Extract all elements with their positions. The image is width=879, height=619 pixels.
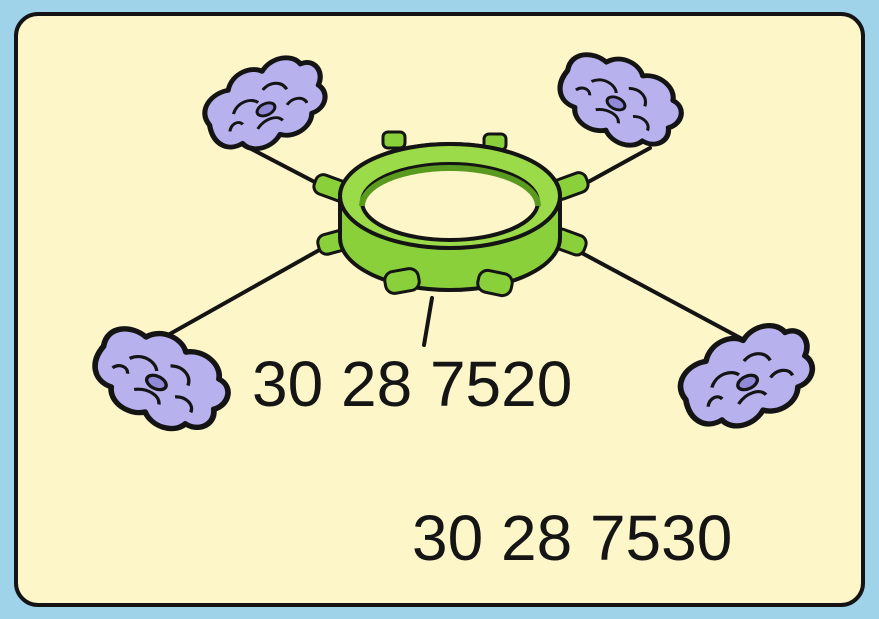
purple-flower-top-right-icon — [548, 39, 693, 162]
part-number-set: 30 28 7530 — [412, 506, 732, 570]
purple-flower-bottom-left-icon — [82, 311, 241, 446]
purple-flower-bottom-right-icon — [669, 309, 828, 444]
part-number-main: 30 28 7520 — [252, 352, 572, 416]
green-ring-with-pegs-icon — [312, 132, 591, 297]
leader-line-part-main — [424, 298, 432, 345]
purple-flower-top-left-icon — [194, 43, 339, 166]
